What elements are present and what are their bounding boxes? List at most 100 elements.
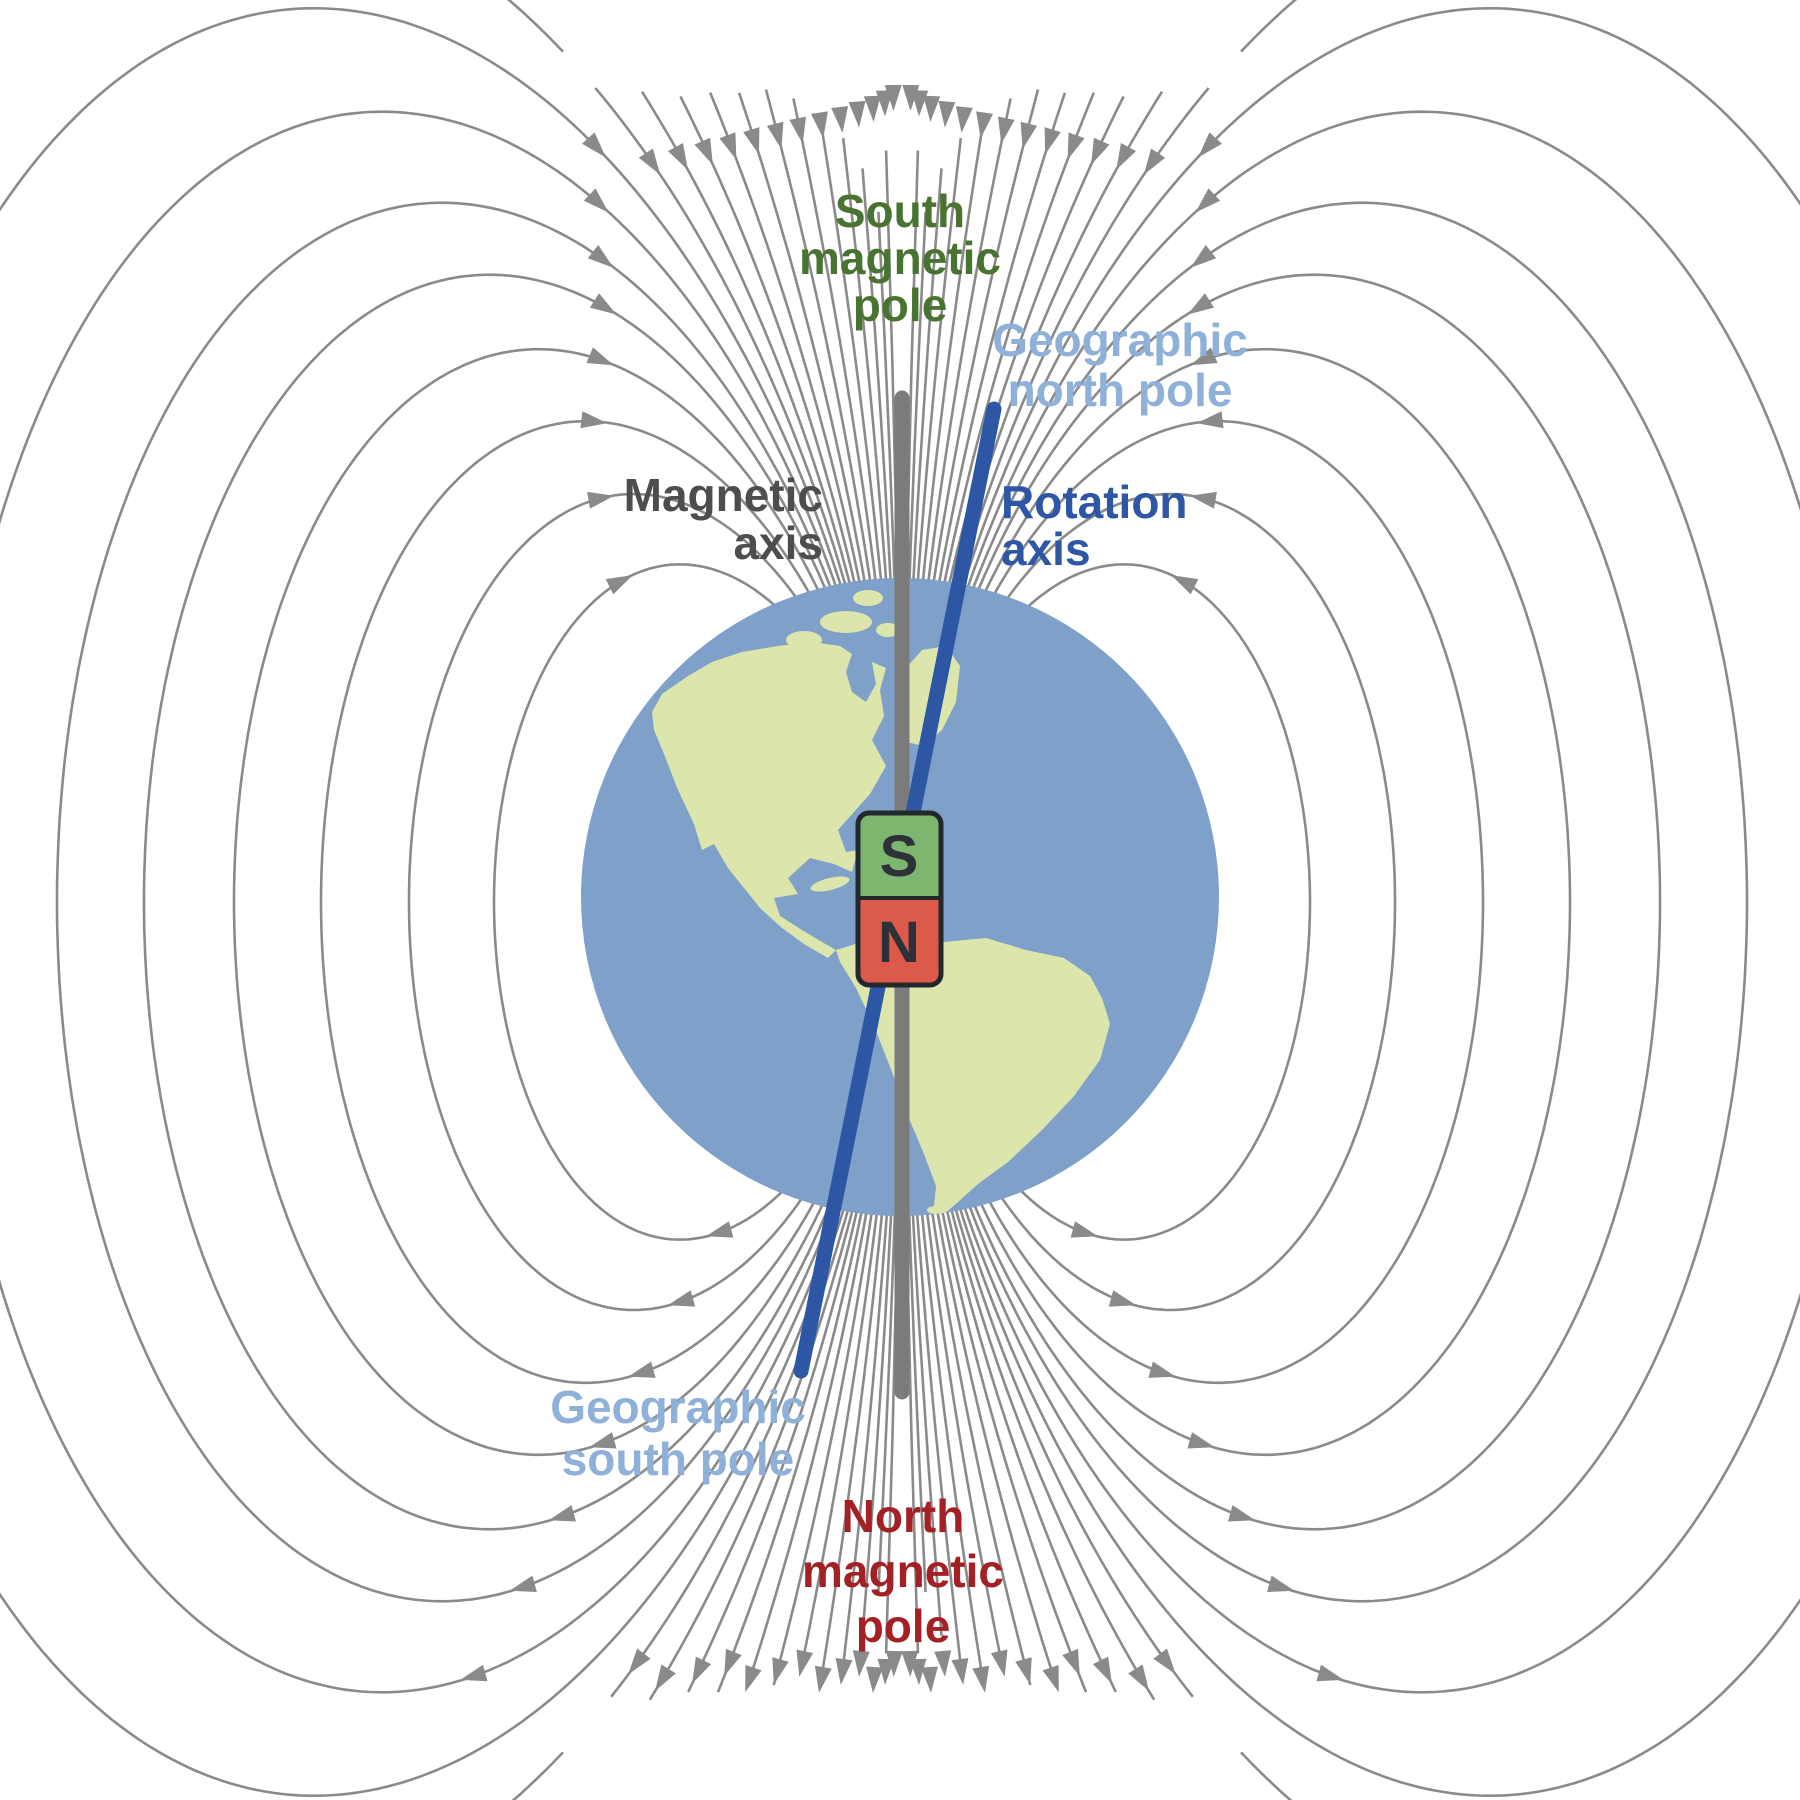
field-line [900,201,1749,1603]
field-arrowhead [605,575,633,595]
land-north-america [652,642,886,958]
field-arrowhead [1091,137,1110,165]
field-arrowhead [1189,491,1217,509]
bar-magnet: S N [855,810,944,988]
field-line [0,7,904,1797]
field-arrowhead [694,137,713,165]
field-arrowhead [1020,121,1038,150]
field-arrowhead [811,111,828,139]
field-arrowhead [692,1656,712,1684]
field-arrowhead [548,1505,576,1522]
field-arrowhead [745,1665,762,1693]
field-arrowhead [638,148,661,175]
field-arrowhead [460,1664,488,1682]
field-arrowhead [814,1665,832,1693]
field-arrowhead [706,1221,734,1238]
land-arctic-island [853,590,883,606]
field-arrowhead [848,100,866,128]
land-cuba [810,876,850,892]
field-line [900,7,1800,1797]
field-line [55,201,904,1603]
field-line [142,273,904,1531]
field-arrowhead [923,95,941,122]
field-arrowhead [1198,132,1222,158]
field-arrowhead [1044,127,1061,155]
field-line [900,273,1662,1531]
field-arrowhead [582,132,606,158]
field-line [0,110,904,1694]
field-arrowhead [724,1648,742,1677]
field-arrowhead [901,1650,919,1677]
magnet-south-half [858,813,941,898]
field-arrowhead [589,293,617,315]
field-arrowhead [1062,1648,1080,1677]
field-arrowhead [990,1649,1008,1677]
field-arrowhead [1116,143,1136,170]
label-south-magnetic-pole: South magnetic pole [799,185,1001,331]
field-arrowhead [1187,1432,1215,1449]
field-arrowhead [628,1361,656,1378]
land-arctic-island [876,623,900,637]
field-arrowhead [1153,1648,1176,1675]
field-arrowhead [911,90,929,117]
land-arctic-island [820,611,872,633]
field-arrowhead [587,244,614,268]
field-arrowhead [1092,1656,1112,1684]
field-arrowhead [789,116,806,144]
field-arrowhead [772,1657,789,1685]
field-arrowhead [1190,244,1217,268]
label-rotation-axis: Rotation axis [1001,476,1188,575]
field-arrowhead [902,84,920,111]
field-arrowhead [743,127,760,155]
field-arrowhead [1190,347,1218,366]
field-arrowhead [1196,411,1224,429]
field-arrowhead [589,1432,617,1449]
field-arrowhead [1267,1575,1295,1592]
field-arrowhead [587,491,615,509]
field-arrowhead [583,188,609,213]
field-arrowhead [951,1658,969,1685]
field-arrowhead [1228,1505,1256,1522]
field-arrowhead [1128,1664,1149,1692]
field-arrowhead [866,1666,884,1693]
magnet-south-letter: S [880,824,919,889]
field-arrowhead [1171,575,1199,595]
field-arrowhead [885,1650,903,1677]
land-tierra-del-fuego [927,1206,945,1214]
field-arrowhead [852,1650,870,1677]
label-geographic-south-pole: Geographic south pole [550,1381,806,1485]
magnet-north-letter: N [878,910,920,975]
field-arrowhead [1042,1665,1059,1693]
field-arrowhead [1316,1664,1344,1682]
field-arrowhead [1070,1221,1098,1238]
field-arrowhead [586,347,614,366]
magnet-outline [855,810,944,988]
field-line [900,347,1572,1457]
field-arrowhead [655,1664,676,1692]
field-arrowhead [719,132,737,160]
label-north-magnetic-pole: North magnetic pole [802,1490,1004,1652]
field-arrowhead [1143,148,1166,175]
field-arrowhead [863,95,881,122]
field-arrowhead [796,1649,814,1677]
field-arrowhead [998,116,1015,144]
label-geographic-north-pole: Geographic north pole [992,314,1248,416]
field-arrowhead [972,1665,990,1693]
land-arctic-island [786,631,822,649]
field-arrowhead [1015,1657,1032,1685]
field-arrowhead [955,106,973,133]
field-arrowhead [1067,132,1085,160]
field-arrowhead [976,111,993,139]
field-arrowhead [831,106,849,133]
field-arrowhead [1148,1361,1176,1378]
field-arrowhead [875,90,893,117]
field-arrowhead [934,1650,952,1677]
field-arrowhead [766,121,784,150]
field-arrowhead [628,1648,651,1675]
label-magnetic-axis: Magnetic axis [623,469,823,569]
field-line [232,347,904,1457]
field-arrowhead [938,100,956,128]
field-arrowhead [667,1290,696,1307]
